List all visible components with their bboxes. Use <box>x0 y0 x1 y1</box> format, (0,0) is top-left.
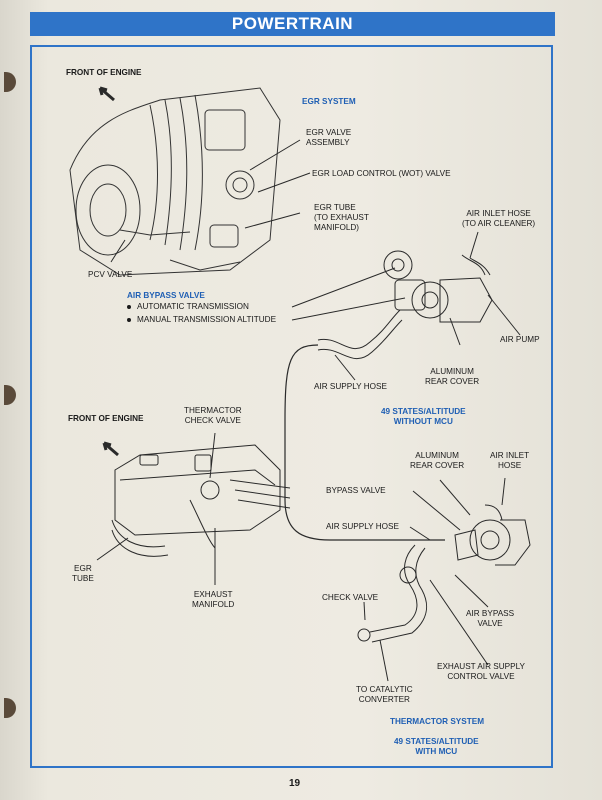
air-inlet-hose-label-top: AIR INLET HOSE (TO AIR CLEANER) <box>462 209 536 228</box>
egr-system-title: EGR SYSTEM <box>302 97 356 106</box>
top-engine-sketch <box>69 87 281 276</box>
front-of-engine-label-top: FRONT OF ENGINE <box>66 68 142 77</box>
front-arrow-top <box>98 86 115 102</box>
manual-transmission-label: MANUAL TRANSMISSION ALTITUDE <box>137 315 277 324</box>
automatic-transmission-label: AUTOMATIC TRANSMISSION <box>137 302 249 311</box>
diagram-frame <box>30 45 553 768</box>
pcv-valve-label: PCV VALVE <box>88 270 133 279</box>
binder-hole <box>4 385 16 405</box>
air-inlet-hose-label-bottom: AIR INLET HOSE <box>490 451 530 470</box>
air-bypass-valve-label-bottom: AIR BYPASS VALVE <box>466 609 515 628</box>
exhaust-manifold-label: EXHAUST MANIFOLD <box>192 590 235 609</box>
air-supply-hose-label-bottom: AIR SUPPLY HOSE <box>326 522 399 531</box>
section-header: POWERTRAIN <box>30 12 555 36</box>
air-pump-label: AIR PUMP <box>500 335 540 344</box>
bullet-manual-transmission: MANUAL TRANSMISSION ALTITUDE <box>127 315 276 324</box>
thermactor-check-valve-label: THERMACTOR CHECK VALVE <box>184 406 242 425</box>
variant-title-without-mcu: 49 STATES/ALTITUDE WITHOUT MCU <box>381 407 466 426</box>
front-of-engine-label-bottom: FRONT OF ENGINE <box>68 414 144 423</box>
bullet-dot <box>127 317 131 322</box>
egr-tube-label-bottom: EGR TUBE <box>72 564 94 583</box>
bottom-air-pump-sketch <box>357 504 531 643</box>
bullet-automatic-transmission: AUTOMATIC TRANSMISSION <box>127 302 249 311</box>
egr-tube-label-top: EGR TUBE (TO EXHAUST MANIFOLD) <box>314 203 369 232</box>
exhaust-air-supply-control-valve-label: EXHAUST AIR SUPPLY CONTROL VALVE <box>437 662 525 681</box>
air-bypass-valve-heading: AIR BYPASS VALVE <box>127 291 205 300</box>
binder-hole <box>4 72 16 92</box>
bottom-engine-sketch <box>111 444 291 557</box>
binder-hole <box>4 698 16 718</box>
bullet-dot <box>127 304 131 309</box>
egr-load-control-label: EGR LOAD CONTROL (WOT) VALVE <box>312 169 451 178</box>
variant-title-with-mcu: 49 STATES/ALTITUDE WITH MCU <box>394 737 479 756</box>
to-catalytic-converter-label: TO CATALYTIC CONVERTER <box>356 685 413 704</box>
thermactor-system-title: THERMACTOR SYSTEM <box>390 717 485 726</box>
bypass-valve-label: BYPASS VALVE <box>326 486 386 495</box>
top-air-pump-sketch <box>317 250 493 359</box>
aluminum-rear-cover-label-top: ALUMINUM REAR COVER <box>425 367 480 386</box>
aluminum-rear-cover-label-bottom: ALUMINUM REAR COVER <box>410 451 465 470</box>
egr-valve-assembly-label: EGR VALVE ASSEMBLY <box>306 128 352 147</box>
front-arrow-bottom <box>102 441 119 457</box>
check-valve-label: CHECK VALVE <box>322 593 379 602</box>
air-supply-hose-label-top: AIR SUPPLY HOSE <box>314 382 387 391</box>
page-number: 19 <box>289 778 301 789</box>
